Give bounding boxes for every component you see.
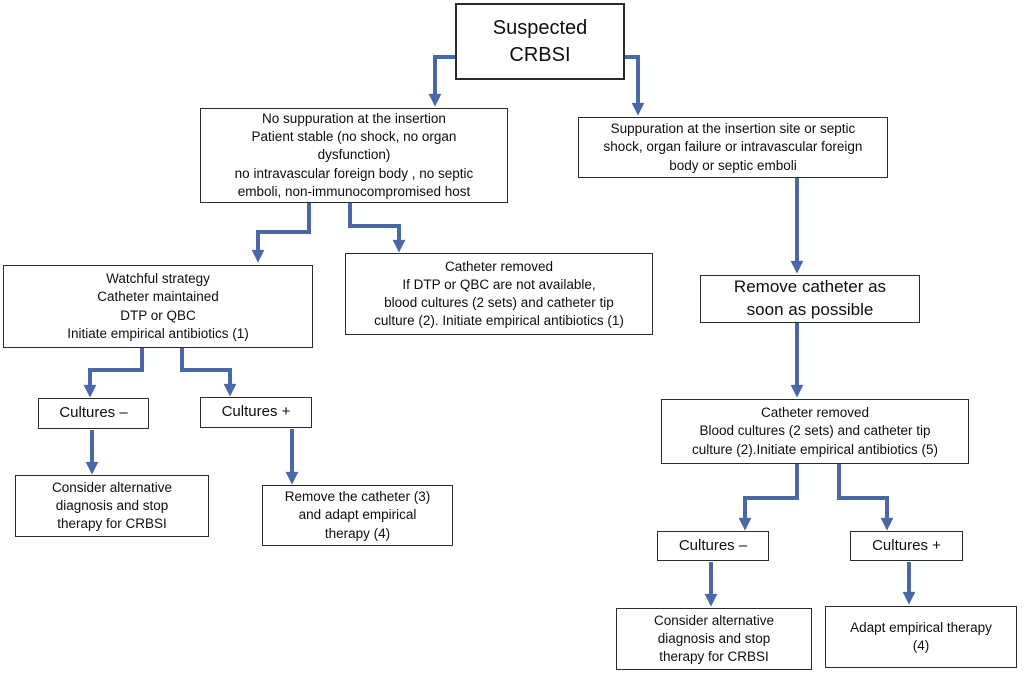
arrow-suspected-to-no-suppuration <box>428 55 455 107</box>
node-catheter-removed-dtp: Catheter removed If DTP or QBC are not a… <box>345 253 653 335</box>
node-suppuration: Suppuration at the insertion site or sep… <box>578 117 888 178</box>
node-catheter-removed-cultures: Catheter removed Blood cultures (2 sets)… <box>661 399 969 464</box>
node-cultures-positive-right: Cultures + <box>850 531 963 561</box>
node-consider-alternative-right: Consider alternative diagnosis and stop … <box>616 608 812 670</box>
node-remove-catheter-asap: Remove catheter as soon as possible <box>700 275 920 323</box>
arrow-suspected-to-suppuration <box>625 55 645 116</box>
arrow-no-suppuration-to-watchful <box>251 203 311 263</box>
arrow-catheter-removed-to-cultures-neg <box>738 464 799 531</box>
arrow-watchful-to-cultures-neg <box>83 348 144 398</box>
node-cultures-negative-right: Cultures – <box>657 531 769 561</box>
node-no-suppuration: No suppuration at the insertion Patient … <box>200 108 508 203</box>
node-consider-alternative-left: Consider alternative diagnosis and stop … <box>15 475 209 537</box>
arrow-no-suppuration-to-catheter-removed <box>348 203 406 253</box>
node-suspected-crbsi: Suspected CRBSI <box>455 3 625 80</box>
node-cultures-negative-left: Cultures – <box>38 398 149 429</box>
node-cultures-positive-left: Cultures + <box>200 397 312 428</box>
arrow-catheter-removed-to-cultures-pos <box>837 464 894 531</box>
node-watchful-strategy: Watchful strategy Catheter maintained DT… <box>3 265 313 348</box>
node-adapt-empirical-therapy: Adapt empirical therapy (4) <box>825 606 1017 668</box>
node-remove-catheter-adapt: Remove the catheter (3) and adapt empiri… <box>262 485 453 546</box>
arrow-watchful-to-cultures-pos <box>180 348 237 397</box>
